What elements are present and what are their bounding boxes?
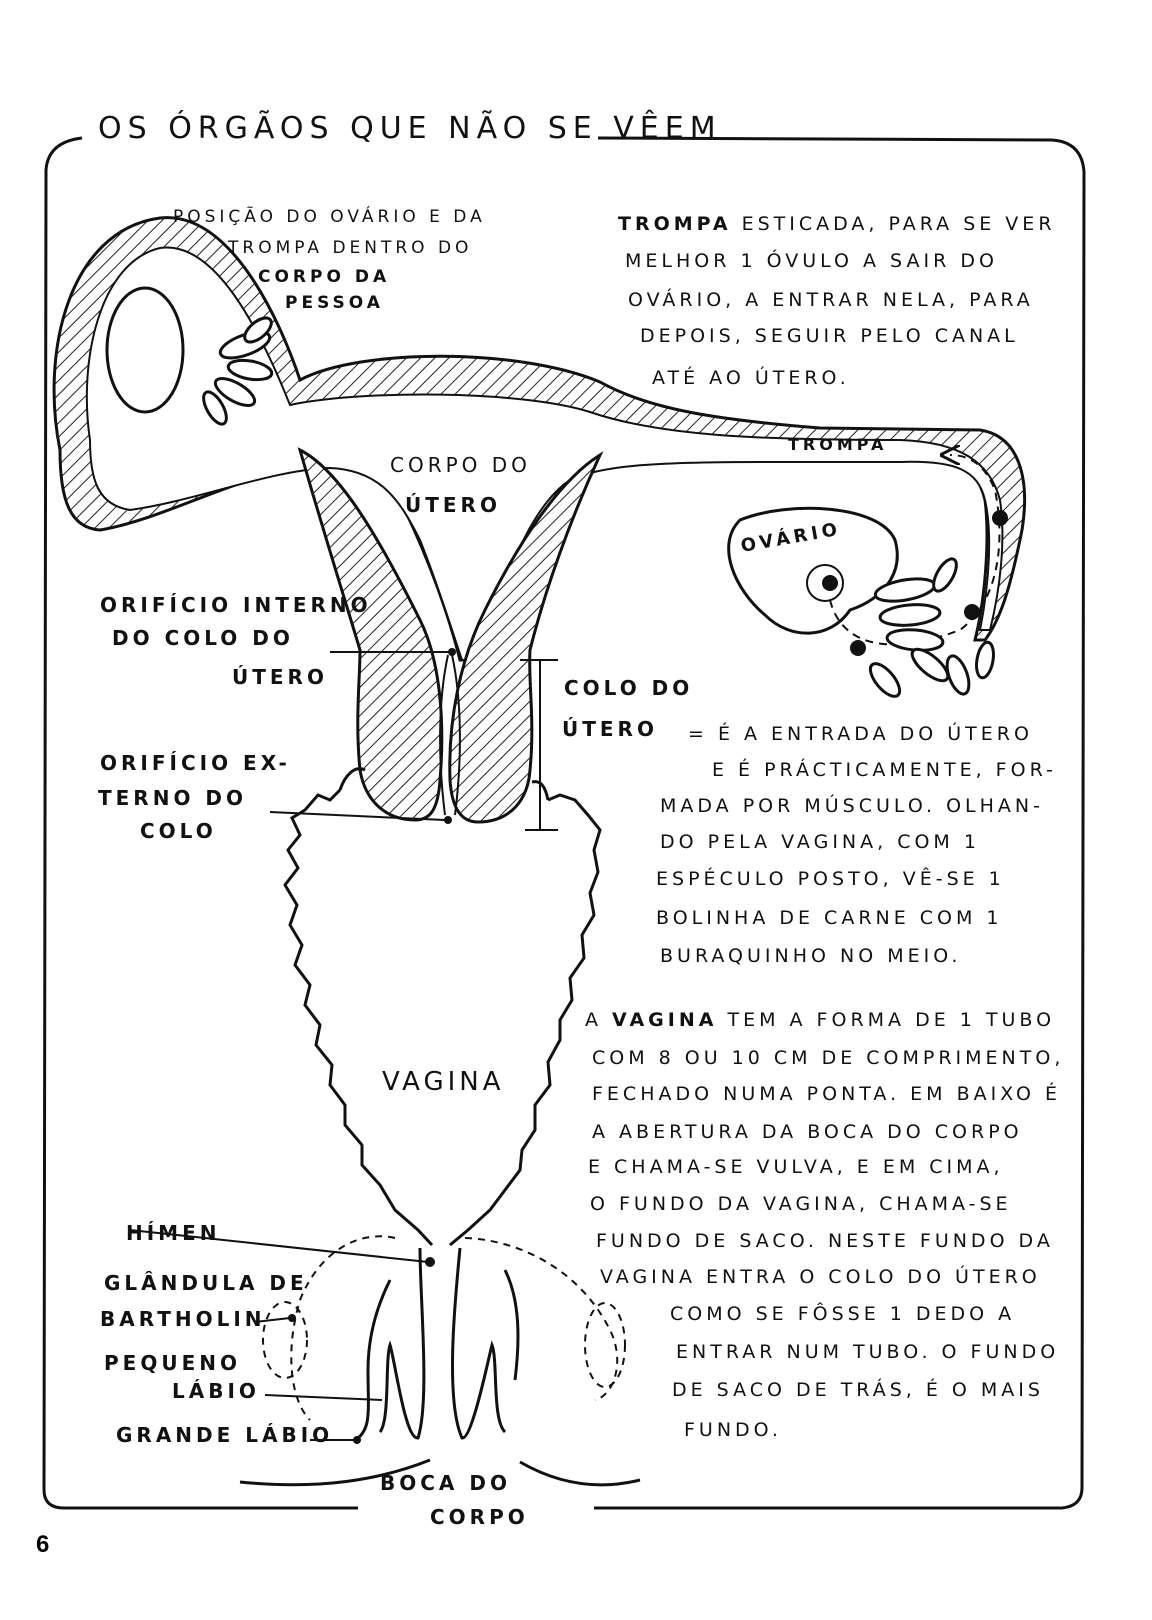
uterus-left-wall [297,447,444,822]
colo-bracket [520,659,558,831]
trompa-note-line: ATÉ AO ÚTERO. [652,365,850,389]
label-corpo-utero-1: CORPO DO [390,453,531,477]
position-note-line: TROMPA DENTRO DO [227,238,472,258]
label-himen: HÍMEN [126,1221,220,1245]
position-note-line: CORPO DA [258,267,390,287]
label-corpo-utero-2: ÚTERO [405,493,501,517]
cervical-canal [439,654,461,816]
colo-note: = É A ENTRADA DO ÚTERO E É PRÁCTICAMENTE… [656,721,1057,967]
vagina-note-line: VAGINA ENTRA O COLO DO ÚTERO [600,1264,1041,1288]
pointer-dot [425,1257,435,1267]
colo-note-line: MADA POR MÚSCULO. OLHAN- [660,793,1044,817]
label-grande-labio: GRANDE LÁBIO [116,1423,333,1447]
label-boca-corpo-1: BOCA DO [380,1471,511,1495]
trompa-note: TROMPA ESTICADA, PARA SE VER MELHOR 1 ÓV… [618,213,1056,389]
colo-note-line: BURAQUINHO NO MEIO. [660,945,961,967]
colo-note-line: BOLINHA DE CARNE COM 1 [656,907,1003,929]
ovum-dot [850,640,866,656]
colo-note-line: E É PRÁCTICAMENTE, FOR- [712,758,1057,781]
page-number: 6 [36,1531,49,1558]
trompa-note-line: OVÁRIO, A ENTRAR NELA, PARA [628,288,1034,311]
position-note-line: PESSOA [285,293,384,313]
ovum-dot [992,510,1008,526]
position-note: POSIÇÃO DO OVÁRIO E DA TROMPA DENTRO DO … [173,205,486,313]
ovum-dot [964,604,980,620]
pointer-orificio-externo [269,811,446,821]
bartholin-gland-outlines [262,1235,626,1421]
vagina-note-line: FECHADO NUMA PONTA. EM BAIXO É [592,1082,1061,1105]
vagina-note: A VAGINA TEM A FORMA DE 1 TUBO COM 8 OU … [585,1009,1064,1441]
label-vagina: VAGINA [382,1067,505,1097]
vagina-outline [283,788,602,1247]
vagina-note-line: O FUNDO DA VAGINA, CHAMA-SE [590,1193,1012,1215]
label-orificio-externo-1: ORIFÍCIO EX- [100,751,291,775]
colo-note-line: DO PELA VAGINA, COM 1 [660,831,980,853]
vagina-note-line: ENTRAR NUM TUBO. O FUNDO [676,1341,1059,1363]
vagina-note-line: A VAGINA TEM A FORMA DE 1 TUBO [585,1009,1055,1031]
vulva-drawing [239,1247,641,1487]
vagina-note-line: COM 8 OU 10 CM DE COMPRIMENTO, [592,1047,1064,1069]
label-orificio-externo-2: TERNO DO [98,786,247,810]
pointer-dot [353,1436,361,1444]
label-glandula-2: BARTHOLIN [100,1307,266,1331]
label-colo-utero-2: ÚTERO [562,717,658,741]
vagina-note-line: DE SACO DE TRÁS, É O MAIS [672,1378,1044,1401]
colo-note-line: ESPÉCULO POSTO, VÊ-SE 1 [656,867,1005,890]
label-colo-utero-1: COLO DO [564,676,693,700]
trompa-note-line: MELHOR 1 ÓVULO A SAIR DO [625,248,998,272]
trompa-note-line: DEPOIS, SEGUIR PELO CANAL [640,325,1019,347]
page-title: OS ÓRGÃOS QUE NÃO SE VÊEM [98,109,722,146]
pointer-dot [288,1314,296,1322]
left-fimbriae [202,316,274,426]
pointer-himen [129,1229,429,1263]
label-orificio-interno-1: ORIFÍCIO INTERNO [100,593,372,617]
vagina-note-line: E CHAMA-SE VULVA, E EM CIMA, [588,1156,1004,1178]
vagina-note-line: COMO SE FÔSSE 1 DEDO A [670,1301,1015,1325]
label-trompa: TROMPA [788,435,887,454]
pointer-dot [448,648,456,656]
pointer-dot [444,816,452,824]
label-orificio-interno-2: DO COLO DO [112,626,294,650]
fornix-outline [338,767,550,801]
trompa-note-line: TROMPA ESTICADA, PARA SE VER [618,213,1056,235]
position-note-line: POSIÇÃO DO OVÁRIO E DA [173,205,486,227]
vagina-note-line: FUNDO. [684,1419,782,1441]
right-fimbriae [868,557,995,698]
label-glandula-1: GLÂNDULA DE [104,1271,308,1295]
pointer-bartholin [254,1317,291,1323]
label-orificio-externo-3: COLO [140,819,217,843]
uterine-cavity [85,246,1004,661]
label-boca-corpo-2: CORPO [430,1505,529,1529]
label-orificio-interno-3: ÚTERO [232,665,328,689]
vagina-note-line: A ABERTURA DA BOCA DO CORPO [592,1121,1023,1143]
label-pequeno-labio-1: PEQUENO [104,1351,241,1375]
ovum-path-arrow [829,455,1001,646]
left-ovary [105,286,185,414]
frame-border [42,136,1086,1510]
vagina-note-line: FUNDO DE SACO. NESTE FUNDO DA [596,1230,1054,1252]
colo-note-line: = É A ENTRADA DO ÚTERO [688,721,1033,745]
label-pequeno-labio-2: LÁBIO [172,1379,260,1403]
pointer-pequeno-labio [264,1394,383,1401]
uterus-right-wall [448,451,604,824]
ovum-dot [822,575,838,591]
